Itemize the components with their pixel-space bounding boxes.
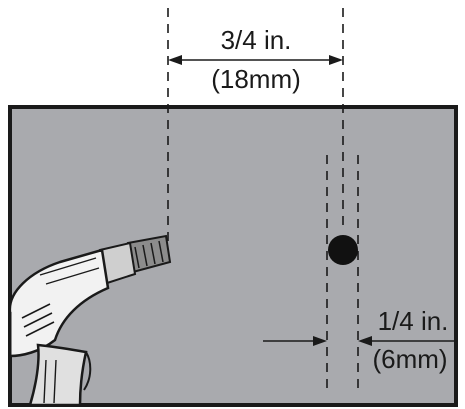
side-dimension-metric: (6mm) bbox=[372, 344, 447, 374]
side-dimension-label: 1/4 in. bbox=[378, 306, 449, 336]
top-dimension-metric: (18mm) bbox=[211, 64, 301, 94]
side-dimension-arrow-right bbox=[358, 336, 458, 346]
side-dimension-arrow-left bbox=[263, 336, 327, 346]
power-drill-icon bbox=[8, 234, 172, 407]
top-dimension-label: 3/4 in. bbox=[221, 25, 292, 55]
top-dimension-arrow bbox=[168, 55, 343, 65]
drilled-hole-icon bbox=[328, 235, 358, 265]
